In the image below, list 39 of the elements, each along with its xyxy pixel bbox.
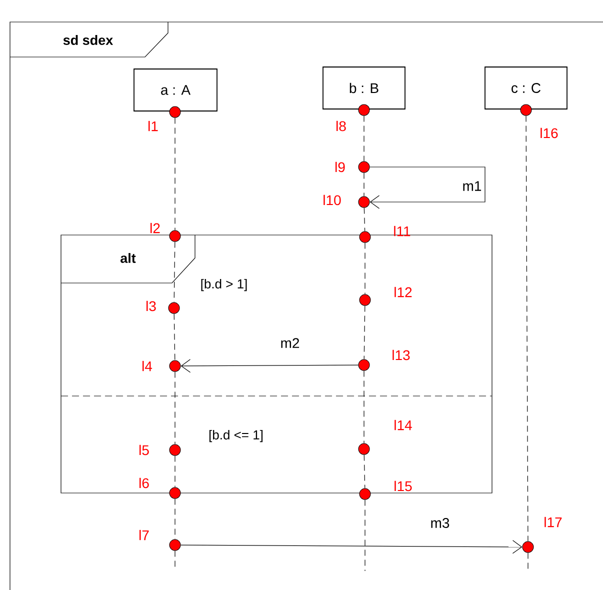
lifeline bbox=[364, 305, 366, 360]
point-label: l1 bbox=[148, 120, 158, 132]
point-label: l11 bbox=[394, 226, 410, 236]
lifeline-head: c : C bbox=[484, 66, 568, 110]
point-label: l3 bbox=[146, 300, 156, 312]
point-label: l13 bbox=[392, 350, 410, 360]
point-label: l9 bbox=[336, 162, 345, 172]
point-label: l14 bbox=[394, 420, 412, 430]
point-label: l17 bbox=[544, 516, 562, 528]
point-label: l12 bbox=[394, 286, 412, 298]
point-label: l16 bbox=[540, 128, 558, 138]
lifeline bbox=[364, 454, 366, 489]
point-label: l6 bbox=[140, 478, 149, 488]
lifeline bbox=[174, 241, 176, 303]
lifeline bbox=[364, 242, 366, 295]
message-arrow bbox=[180, 359, 359, 373]
lifeline bbox=[526, 115, 528, 542]
message-arrow bbox=[369, 166, 486, 209]
lifeline bbox=[174, 550, 176, 568]
lifeline bbox=[364, 499, 366, 572]
lifeline bbox=[174, 455, 176, 488]
point-label: l15 bbox=[394, 480, 412, 492]
edge-label: m3 bbox=[431, 518, 450, 528]
lifeline-head: a : A bbox=[134, 68, 218, 112]
lifeline-head: b : B bbox=[322, 66, 406, 110]
point-label: l7 bbox=[140, 530, 149, 540]
lifeline bbox=[364, 207, 366, 232]
edge-label: m1 bbox=[463, 181, 482, 191]
point-label: l4 bbox=[142, 360, 152, 372]
message-arrow bbox=[180, 540, 522, 554]
lifeline bbox=[174, 117, 176, 231]
point-label: l5 bbox=[140, 444, 149, 456]
edge-label: m2 bbox=[281, 338, 300, 348]
lifeline bbox=[174, 498, 176, 540]
point-label: l8 bbox=[336, 120, 346, 132]
point-label: l2 bbox=[150, 222, 160, 234]
point-label: l10 bbox=[324, 194, 341, 206]
lifeline bbox=[174, 313, 176, 361]
lifeline bbox=[174, 371, 176, 445]
